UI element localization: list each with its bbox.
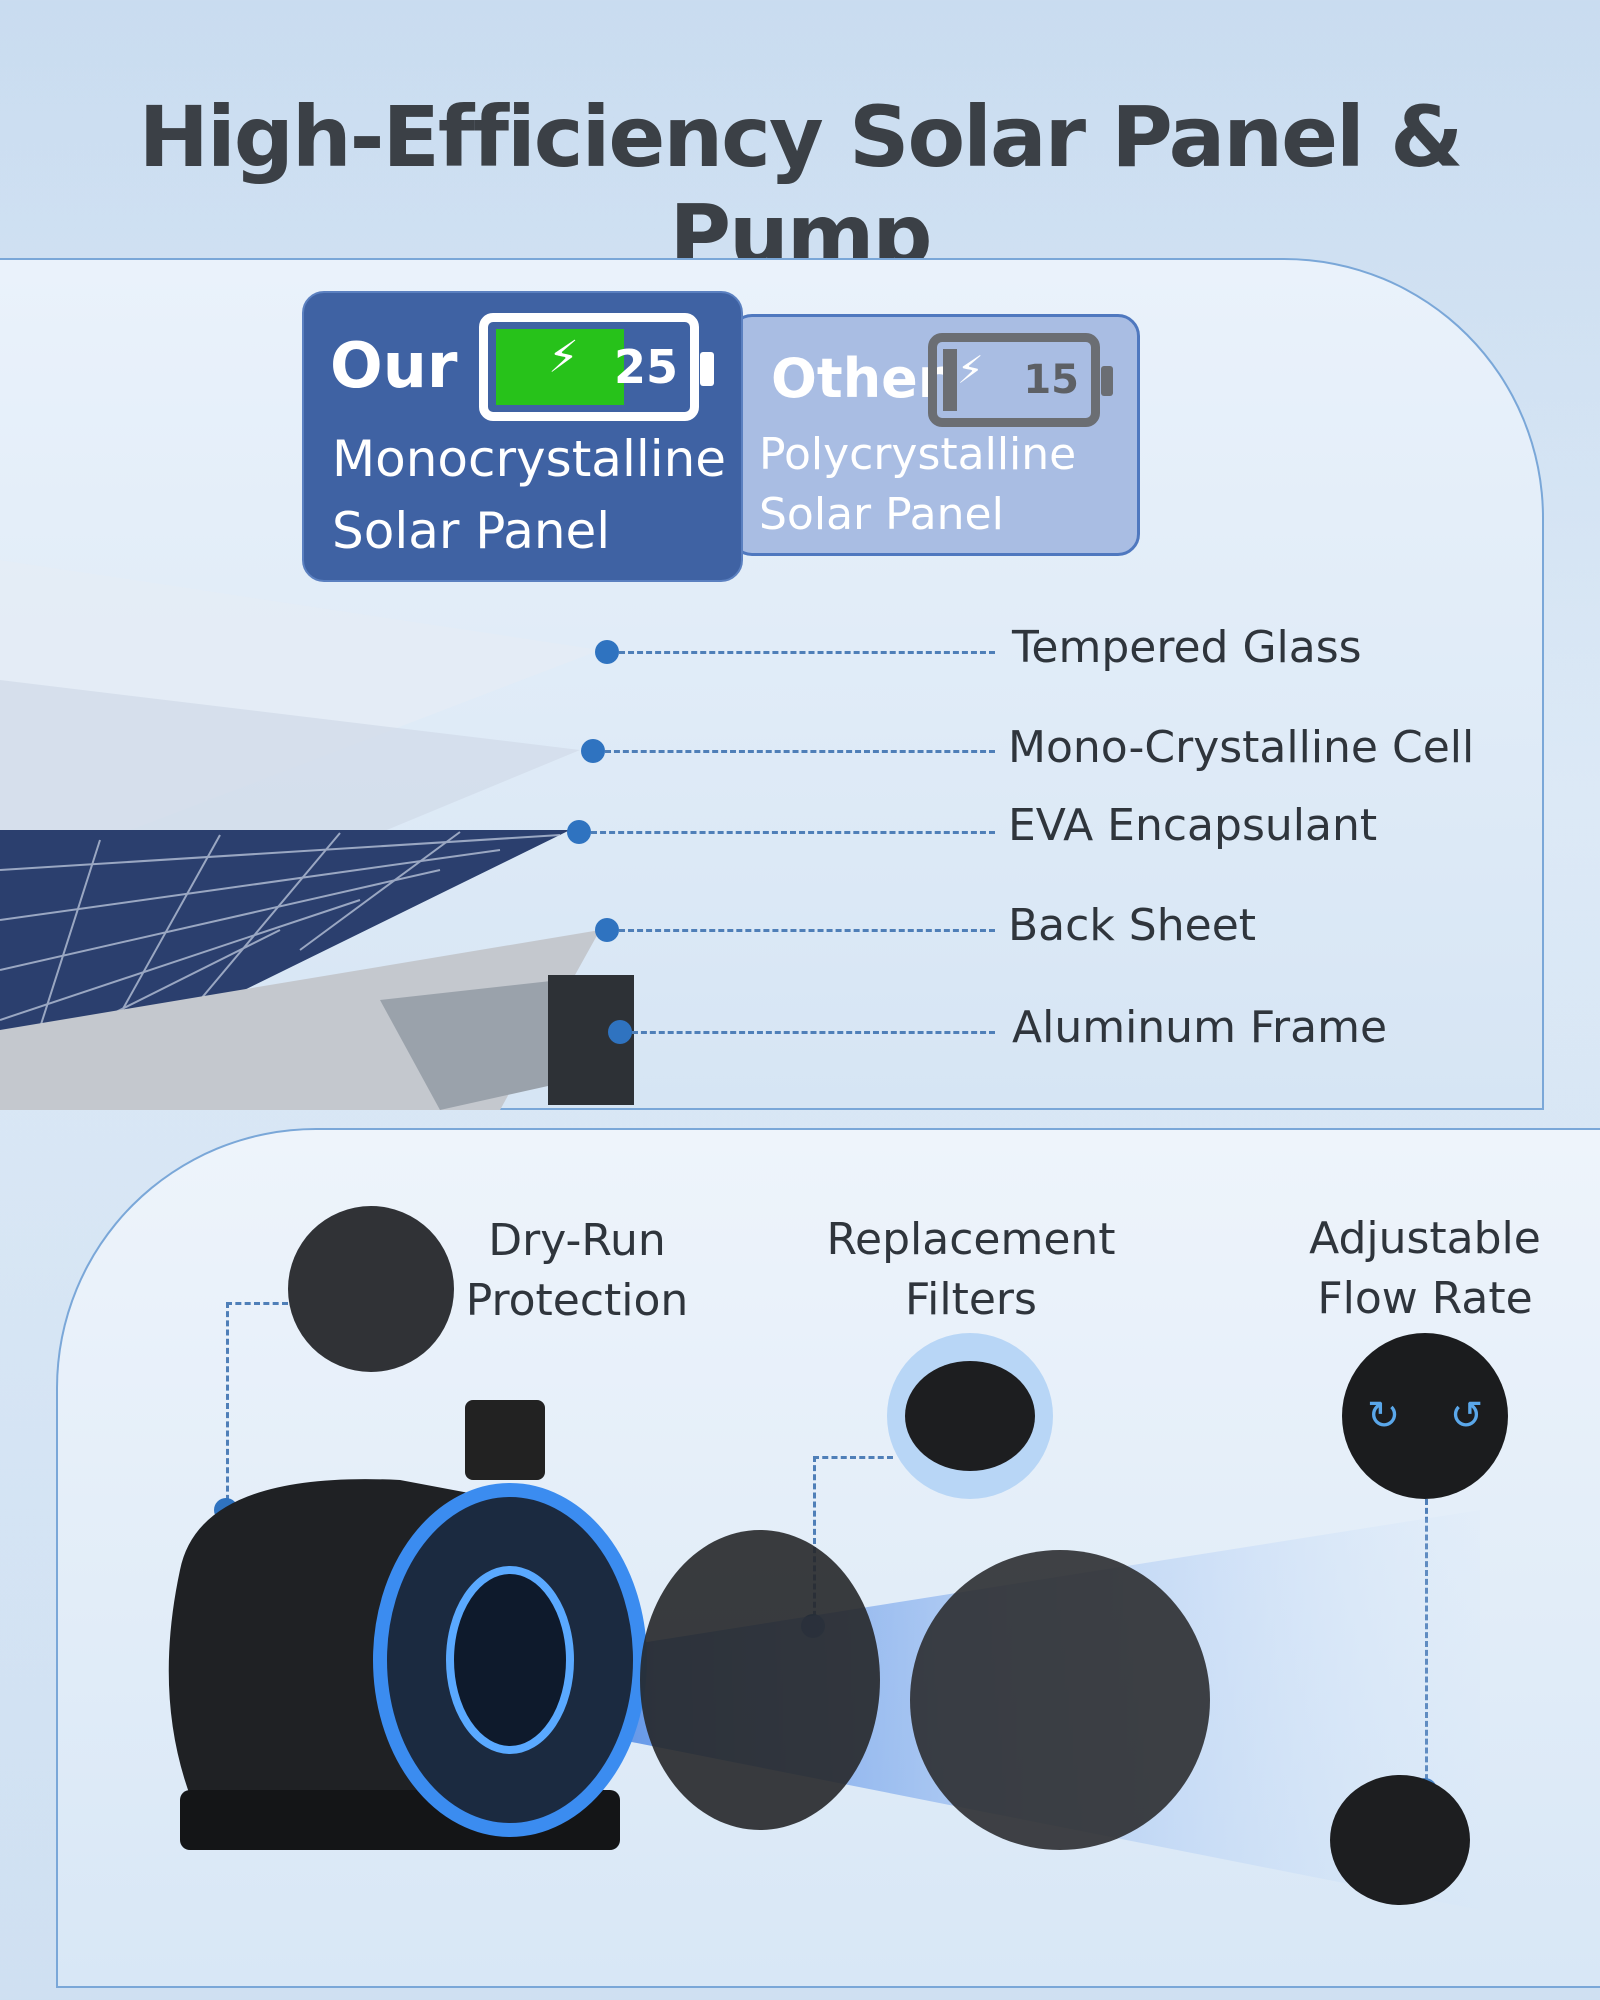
layer-label-back-sheet: Back Sheet (1008, 900, 1257, 951)
callout-line (226, 1302, 229, 1510)
our-panel-card: Our ⚡ 25 Monocrystalline Solar Panel (302, 291, 743, 582)
callout-line (813, 1456, 816, 1626)
our-type-line1: Monocrystalline (332, 430, 727, 488)
callout-line (591, 831, 995, 834)
layer-label-eva: EVA Encapsulant (1008, 800, 1378, 851)
layer-label-aluminum-frame: Aluminum Frame (1012, 1002, 1388, 1053)
page-title: High-Efficiency Solar Panel & Pump (138, 88, 1464, 284)
callout-line (632, 1031, 995, 1034)
callout-dot (595, 918, 619, 942)
callout-dot (608, 1020, 632, 1044)
callout-dot (567, 820, 591, 844)
other-label: Other (771, 347, 945, 410)
battery-25-icon: ⚡ 25 (479, 313, 714, 421)
dry-run-sensor-image (288, 1206, 454, 1372)
our-type-line2: Solar Panel (332, 502, 611, 560)
layer-label-tempered-glass: Tempered Glass (1012, 622, 1362, 673)
other-type-line1: Polycrystalline (759, 429, 1077, 480)
pump-illustration (168, 1400, 1480, 1910)
layer-label-mono-cell: Mono-Crystalline Cell (1008, 722, 1475, 773)
other-type-line2: Solar Panel (759, 489, 1004, 540)
callout-line (813, 1456, 893, 1459)
our-label: Our (330, 329, 458, 402)
battery-value: 25 (613, 340, 678, 394)
flow-knob-image: ↻↺ (1342, 1333, 1508, 1499)
other-panel-card: Other ⚡ 15 Polycrystalline Solar Panel (730, 314, 1140, 556)
callout-line (226, 1302, 288, 1305)
filter-sponge-image (887, 1333, 1053, 1499)
callout-dot (595, 640, 619, 664)
callout-line (605, 750, 995, 753)
callout-line (619, 929, 995, 932)
callout-line (619, 651, 995, 654)
battery-value: 15 (1023, 357, 1079, 403)
solar-panel-illustration (0, 560, 634, 1110)
battery-15-icon: ⚡ 15 (928, 333, 1113, 427)
callout-dot (581, 739, 605, 763)
